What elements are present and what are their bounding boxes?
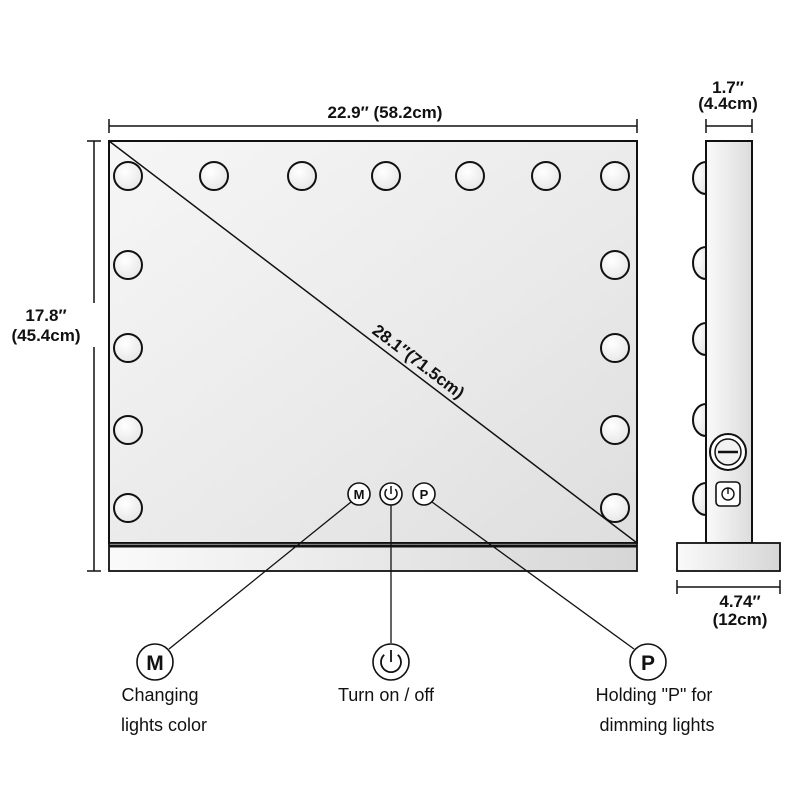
mirror-power-icon	[384, 486, 398, 501]
callout-m-letter: M	[146, 652, 164, 675]
mirror-m-button: M	[354, 487, 365, 502]
callout-power-caption: Turn on / off	[338, 685, 435, 705]
side-bulb	[692, 321, 707, 357]
side-view: 1.7″ (4.4cm)	[676, 78, 781, 629]
bulb	[371, 161, 401, 191]
mirror-controls: M P	[347, 482, 436, 506]
callout-m-caption-1: Changing	[121, 685, 198, 705]
mirror-p-button: P	[420, 487, 429, 502]
side-bulb	[692, 481, 707, 517]
bulb	[199, 161, 229, 191]
bulb	[113, 333, 143, 363]
depth-label-in: 1.7″	[712, 78, 744, 97]
side-bulb	[692, 402, 707, 438]
height-dimension: 17.8″ (45.4cm)	[0, 140, 101, 572]
callout-m-caption-2: lights color	[121, 715, 207, 735]
bulb	[113, 250, 143, 280]
base-label-cm: (12cm)	[713, 610, 768, 629]
callout-p-caption-1: Holding "P" for	[596, 685, 713, 705]
callout-p-letter: P	[641, 652, 655, 675]
bulb	[600, 333, 630, 363]
width-dimension: 22.9″ (58.2cm)	[108, 100, 638, 133]
height-label-cm: (45.4cm)	[12, 326, 81, 345]
bulb	[455, 161, 485, 191]
side-bulb	[692, 245, 707, 281]
bulb	[600, 250, 630, 280]
bulb	[531, 161, 561, 191]
power-icon	[380, 650, 402, 673]
leader-lines	[168, 501, 635, 650]
callout-p-caption-2: dimming lights	[599, 715, 714, 735]
bulb	[600, 493, 630, 523]
bulb	[113, 161, 143, 191]
bulb	[600, 161, 630, 191]
side-bulb	[692, 160, 707, 196]
depth-label-cm: (4.4cm)	[698, 94, 758, 113]
bulb	[113, 493, 143, 523]
base-label-in: 4.74″	[719, 592, 760, 611]
mirror-front	[108, 140, 638, 572]
bulb	[113, 415, 143, 445]
callout-m: M Changing lights color	[121, 643, 207, 735]
bulb	[600, 415, 630, 445]
bulb	[287, 161, 317, 191]
side-knob-icon	[709, 433, 747, 471]
side-switch-icon	[715, 481, 741, 507]
height-label-in: 17.8″	[25, 306, 66, 325]
front-bulbs	[113, 161, 630, 523]
width-label: 22.9″ (58.2cm)	[328, 103, 443, 122]
callout-power: Turn on / off	[338, 643, 435, 705]
callout-p: P Holding "P" for dimming lights	[596, 643, 715, 735]
